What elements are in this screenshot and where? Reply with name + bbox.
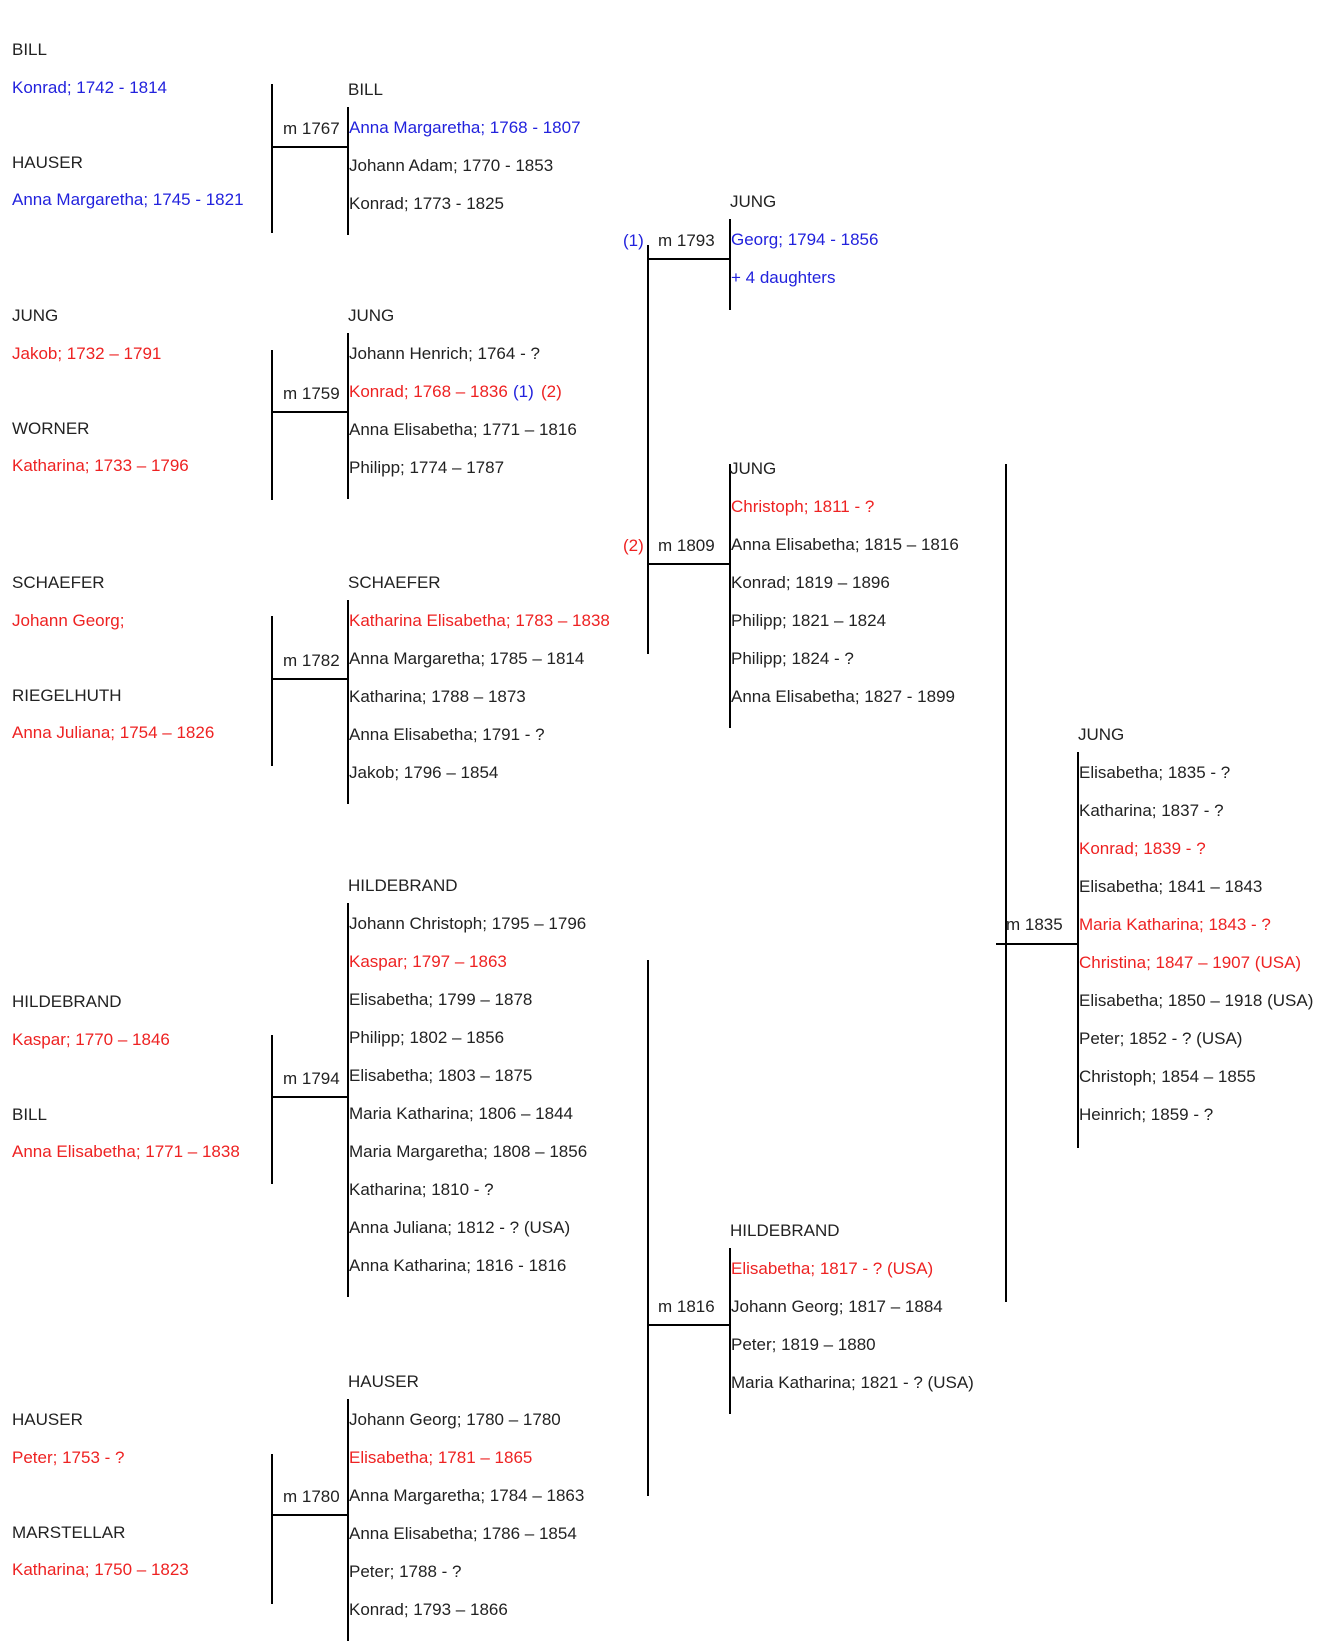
child-entry: Elisabetha; 1835 - ? — [1079, 763, 1230, 782]
child-entry: Katharina; 1810 - ? — [349, 1180, 494, 1199]
child-entry: Jakob; 1796 – 1854 — [349, 763, 498, 782]
marriage-year-label: m 1835 — [1006, 915, 1063, 934]
child-entry: Anna Margaretha; 1784 – 1863 — [349, 1486, 584, 1505]
child-entry: Georg; 1794 - 1856 — [731, 230, 878, 249]
children-surname: BILL — [348, 80, 383, 99]
child-entry: Anna Elisabetha; 1791 - ? — [349, 725, 545, 744]
child-entry: Elisabetha; 1799 – 1878 — [349, 990, 532, 1009]
child-entry: Christoph; 1854 – 1855 — [1079, 1067, 1256, 1086]
marriage-index-label: (2) — [623, 536, 644, 555]
mother-name: Anna Juliana; 1754 – 1826 — [12, 723, 214, 742]
child-entry: Peter; 1819 – 1880 — [731, 1335, 876, 1354]
child-entry: Maria Katharina; 1806 – 1844 — [349, 1104, 573, 1123]
father-name: Jakob; 1732 – 1791 — [12, 344, 161, 363]
child-entry: Christoph; 1811 - ? — [731, 497, 874, 516]
children-surname: HILDEBRAND — [730, 1221, 840, 1240]
children-surname: JUNG — [730, 459, 776, 478]
children-surname: JUNG — [730, 192, 776, 211]
children-surname: SCHAEFER — [348, 573, 441, 592]
father-surname: JUNG — [12, 306, 58, 325]
child-entry: Anna Elisabetha; 1827 - 1899 — [731, 687, 955, 706]
child-entry: Konrad; 1793 – 1866 — [349, 1600, 508, 1619]
marriage-index-label: (2) — [541, 382, 562, 401]
child-entry: Konrad; 1768 – 1836 — [349, 382, 508, 401]
mother-surname: WORNER — [12, 419, 89, 438]
mother-surname: BILL — [12, 1105, 47, 1124]
children-surname: JUNG — [1078, 725, 1124, 744]
mother-name: Katharina; 1733 – 1796 — [12, 456, 189, 475]
child-entry: Maria Katharina; 1821 - ? (USA) — [731, 1373, 974, 1392]
child-entry: Elisabetha; 1850 – 1918 (USA) — [1079, 991, 1313, 1010]
father-surname: SCHAEFER — [12, 573, 105, 592]
child-entry: Johann Georg; 1817 – 1884 — [731, 1297, 943, 1316]
mother-surname: RIEGELHUTH — [12, 686, 122, 705]
child-entry: Philipp; 1824 - ? — [731, 649, 854, 668]
mother-surname: HAUSER — [12, 153, 83, 172]
father-name: Johann Georg; — [12, 611, 124, 630]
marriage-year-label: m 1780 — [283, 1487, 340, 1506]
marriage-year-label: m 1767 — [283, 119, 340, 138]
father-surname: HAUSER — [12, 1410, 83, 1429]
child-entry: Christina; 1847 – 1907 (USA) — [1079, 953, 1301, 972]
child-entry: Philipp; 1802 – 1856 — [349, 1028, 504, 1047]
father-surname: HILDEBRAND — [12, 992, 122, 1011]
mother-name: Anna Elisabetha; 1771 – 1838 — [12, 1142, 240, 1161]
child-entry: Elisabetha; 1841 – 1843 — [1079, 877, 1262, 896]
marriage-year-label: m 1759 — [283, 384, 340, 403]
child-entry: Katharina Elisabetha; 1783 – 1838 — [349, 611, 610, 630]
child-entry: Johann Christoph; 1795 – 1796 — [349, 914, 586, 933]
child-entry: Philipp; 1774 – 1787 — [349, 458, 504, 477]
child-entry: Johann Adam; 1770 - 1853 — [349, 156, 553, 175]
child-entry: Anna Juliana; 1812 - ? (USA) — [349, 1218, 570, 1237]
marriage-year-label: m 1794 — [283, 1069, 340, 1088]
child-entry: Anna Elisabetha; 1771 – 1816 — [349, 420, 577, 439]
mother-surname: MARSTELLAR — [12, 1523, 125, 1542]
children-surname: JUNG — [348, 306, 394, 325]
marriage-year-label: m 1816 — [658, 1297, 715, 1316]
child-entry: Johann Georg; 1780 – 1780 — [349, 1410, 561, 1429]
marriage-index-label: (1) — [513, 382, 534, 401]
child-entry: Anna Margaretha; 1785 – 1814 — [349, 649, 584, 668]
child-entry: Anna Margaretha; 1768 - 1807 — [349, 118, 581, 137]
marriage-index-label: (1) — [623, 231, 644, 250]
child-entry: Konrad; 1839 - ? — [1079, 839, 1206, 858]
child-entry: + 4 daughters — [731, 268, 835, 287]
child-entry: Katharina; 1837 - ? — [1079, 801, 1224, 820]
father-name: Kaspar; 1770 – 1846 — [12, 1030, 170, 1049]
mother-name: Anna Margaretha; 1745 - 1821 — [12, 190, 244, 209]
child-entry: Konrad; 1819 – 1896 — [731, 573, 890, 592]
father-name: Peter; 1753 - ? — [12, 1448, 124, 1467]
marriage-year-label: m 1782 — [283, 651, 340, 670]
child-entry: Heinrich; 1859 - ? — [1079, 1105, 1213, 1124]
child-entry: Katharina; 1788 – 1873 — [349, 687, 526, 706]
child-entry: Kaspar; 1797 – 1863 — [349, 952, 507, 971]
marriage-year-label: m 1809 — [658, 536, 715, 555]
children-surname: HAUSER — [348, 1372, 419, 1391]
child-entry: Anna Katharina; 1816 - 1816 — [349, 1256, 566, 1275]
mother-name: Katharina; 1750 – 1823 — [12, 1560, 189, 1579]
child-entry: Elisabetha; 1781 – 1865 — [349, 1448, 532, 1467]
children-surname: HILDEBRAND — [348, 876, 458, 895]
child-entry: Peter; 1852 - ? (USA) — [1079, 1029, 1242, 1048]
marriage-year-label: m 1793 — [658, 231, 715, 250]
child-entry: Maria Margaretha; 1808 – 1856 — [349, 1142, 587, 1161]
child-entry: Elisabetha; 1803 – 1875 — [349, 1066, 532, 1085]
child-entry: Johann Henrich; 1764 - ? — [349, 344, 540, 363]
child-entry: Anna Elisabetha; 1786 – 1854 — [349, 1524, 577, 1543]
father-name: Konrad; 1742 - 1814 — [12, 78, 167, 97]
child-entry: Peter; 1788 - ? — [349, 1562, 461, 1581]
child-entry: Philipp; 1821 – 1824 — [731, 611, 886, 630]
child-entry: Maria Katharina; 1843 - ? — [1079, 915, 1271, 934]
child-entry: Elisabetha; 1817 - ? (USA) — [731, 1259, 933, 1278]
father-surname: BILL — [12, 40, 47, 59]
child-entry: Konrad; 1773 - 1825 — [349, 194, 504, 213]
child-entry: Anna Elisabetha; 1815 – 1816 — [731, 535, 959, 554]
